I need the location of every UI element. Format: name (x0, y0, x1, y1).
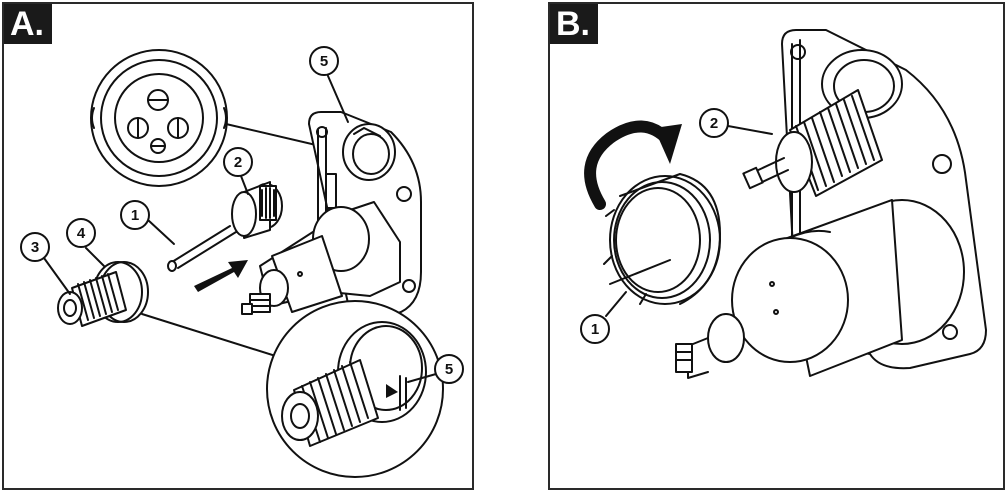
callout-1: 1 (580, 291, 627, 344)
svg-text:1: 1 (131, 207, 139, 224)
cartridge-end-view (90, 49, 228, 187)
panel-b-illustration: 1 2 (580, 29, 987, 379)
panel-a-illustration: 1 2 3 4 5 5 (20, 46, 464, 478)
rotation-arrow (584, 120, 682, 210)
panel-a-label: A. (4, 4, 52, 44)
ring-nut (603, 173, 721, 305)
callout-2: 2 (699, 108, 773, 138)
svg-text:5: 5 (445, 361, 453, 378)
valve-cylinder (241, 201, 401, 315)
callout-3: 3 (20, 232, 71, 295)
svg-text:3: 3 (31, 239, 39, 256)
panel-b-label: B. (550, 4, 598, 44)
panel-a: A. (2, 2, 474, 490)
callout-1: 1 (120, 200, 175, 245)
callout-2: 2 (223, 147, 253, 195)
panel-b: B. (548, 2, 1005, 490)
zoomed-detail (266, 300, 444, 478)
threaded-adapter (57, 261, 149, 327)
push-arrow (194, 260, 248, 292)
svg-text:1: 1 (591, 321, 599, 338)
callout-4: 4 (66, 218, 105, 267)
callout-5-bottom: 5 (407, 354, 464, 384)
svg-text:2: 2 (710, 115, 718, 132)
cartridge (167, 181, 283, 272)
valve-cylinder (675, 199, 965, 379)
svg-text:2: 2 (234, 154, 242, 171)
callout-5-top: 5 (309, 46, 349, 123)
threaded-stem (742, 89, 883, 197)
svg-text:5: 5 (320, 53, 328, 70)
svg-text:4: 4 (77, 225, 86, 242)
